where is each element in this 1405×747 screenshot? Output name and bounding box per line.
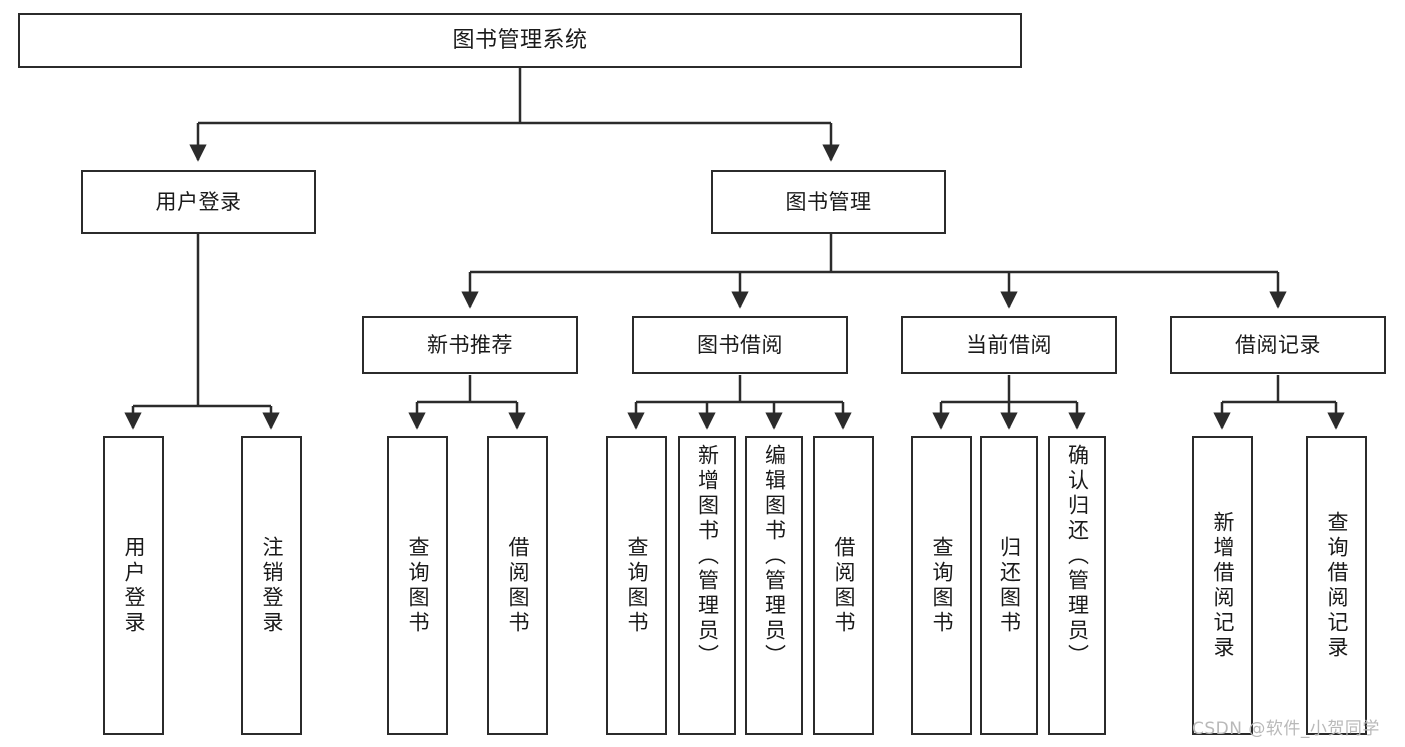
node-leaf-add-book-admin[interactable]: 新增图书（管理员）: [678, 436, 736, 735]
node-leaf-confirm-return-admin[interactable]: 确认归还（管理员）: [1048, 436, 1106, 735]
node-leaf-logout[interactable]: 注销登录: [241, 436, 302, 735]
node-book-management-label: 图书管理: [785, 189, 872, 214]
node-user-login-label: 用户登录: [155, 189, 242, 214]
node-leaf-add-book-admin-label: 新增图书（管理员）: [695, 444, 720, 669]
node-leaf-add-borrow-record[interactable]: 新增借阅记录: [1192, 436, 1253, 735]
node-current-borrowing-label: 当前借阅: [966, 332, 1052, 357]
node-book-borrowing[interactable]: 图书借阅: [632, 316, 848, 374]
node-leaf-query-books-rec[interactable]: 查询图书: [387, 436, 448, 735]
node-leaf-user-login[interactable]: 用户登录: [103, 436, 164, 735]
node-leaf-user-login-label: 用户登录: [122, 535, 146, 636]
node-user-login[interactable]: 用户登录: [81, 170, 316, 234]
node-book-management[interactable]: 图书管理: [711, 170, 946, 234]
node-leaf-query-books-borrow[interactable]: 查询图书: [606, 436, 667, 735]
node-leaf-borrow-books-borrow-label: 借阅图书: [832, 535, 856, 636]
csdn-watermark: CSDN @软件_小贺同学: [1192, 719, 1380, 739]
node-leaf-borrow-books-rec-label: 借阅图书: [506, 535, 530, 636]
node-leaf-return-books-label: 归还图书: [997, 535, 1022, 636]
node-leaf-confirm-return-admin-label: 确认归还（管理员）: [1065, 444, 1090, 669]
node-leaf-query-borrow-record-label: 查询借阅记录: [1325, 510, 1349, 661]
node-new-book-recommendation-label: 新书推荐: [427, 332, 513, 357]
node-leaf-query-books-borrow-label: 查询图书: [625, 535, 649, 636]
node-borrowing-record-label: 借阅记录: [1235, 332, 1321, 357]
node-leaf-query-books-rec-label: 查询图书: [406, 535, 430, 636]
node-leaf-query-books-current[interactable]: 查询图书: [911, 436, 972, 735]
node-new-book-recommendation[interactable]: 新书推荐: [362, 316, 578, 374]
node-root-label: 图书管理系统: [452, 27, 588, 53]
node-book-borrowing-label: 图书借阅: [697, 332, 783, 357]
node-leaf-add-borrow-record-label: 新增借阅记录: [1211, 510, 1235, 661]
node-leaf-borrow-books-rec[interactable]: 借阅图书: [487, 436, 548, 735]
node-root-book-management-system[interactable]: 图书管理系统: [18, 13, 1022, 68]
node-leaf-borrow-books-borrow[interactable]: 借阅图书: [813, 436, 874, 735]
node-leaf-return-books[interactable]: 归还图书: [980, 436, 1038, 735]
node-leaf-query-borrow-record[interactable]: 查询借阅记录: [1306, 436, 1367, 735]
node-borrowing-record[interactable]: 借阅记录: [1170, 316, 1386, 374]
node-leaf-logout-label: 注销登录: [260, 535, 284, 636]
node-leaf-query-books-current-label: 查询图书: [930, 535, 954, 636]
node-leaf-edit-book-admin-label: 编辑图书（管理员）: [762, 444, 787, 669]
node-current-borrowing[interactable]: 当前借阅: [901, 316, 1117, 374]
node-leaf-edit-book-admin[interactable]: 编辑图书（管理员）: [745, 436, 803, 735]
